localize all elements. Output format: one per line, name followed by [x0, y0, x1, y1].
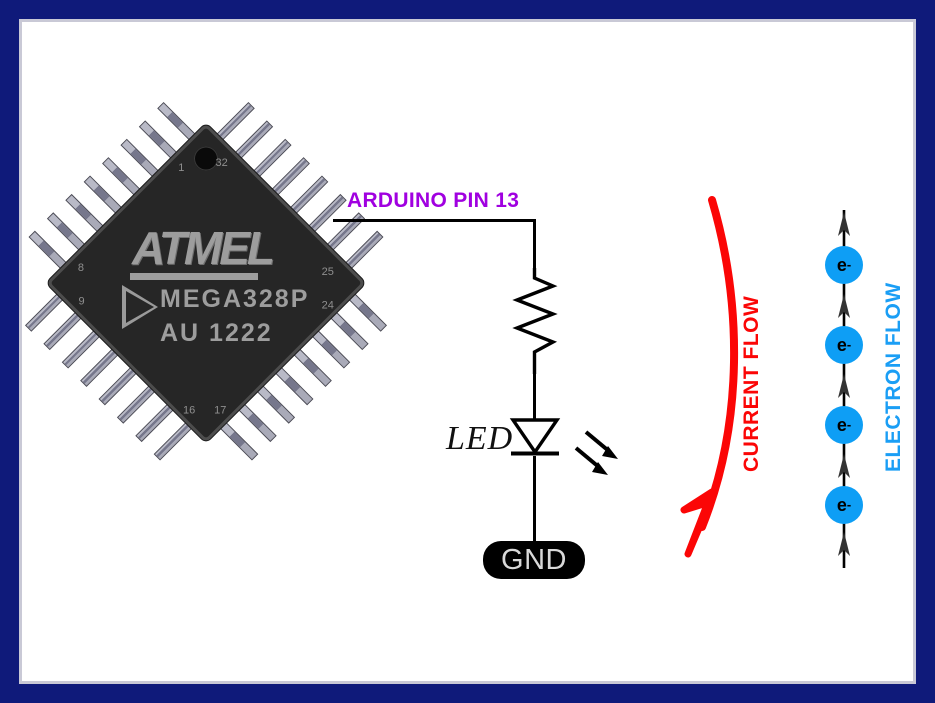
electron-particle: e- — [825, 406, 863, 444]
atmega328p-chip[interactable]: 32 1 25 24 17 16 9 8 ATMEL MEGA328P — [24, 101, 388, 461]
electron-symbol: e — [836, 495, 847, 515]
chip-pin — [344, 230, 384, 270]
chip-body: 32 1 25 24 17 16 9 8 ATMEL MEGA328P — [46, 123, 366, 443]
chip-pin-number-8: 8 — [77, 262, 84, 275]
chip-pin — [120, 138, 160, 178]
electron-particle: e- — [825, 326, 863, 364]
wire-to-resistor — [533, 219, 536, 271]
chip-pin-number-17: 17 — [214, 404, 227, 417]
ground-node[interactable]: GND — [483, 541, 585, 579]
current-flow-label: CURRENT FLOW — [740, 295, 763, 472]
chip-pin — [348, 292, 388, 332]
chip-pin — [153, 421, 193, 461]
chip-pin-number-9: 9 — [78, 295, 85, 308]
chip-pin-number-1: 1 — [178, 161, 185, 174]
chip-pin-number-24: 24 — [321, 299, 334, 312]
electron-symbol: e — [836, 335, 847, 355]
resistor-symbol — [512, 268, 558, 374]
chip-rotated-group: 32 1 25 24 17 16 9 8 ATMEL MEGA328P — [22, 57, 432, 510]
electron-symbol: e — [836, 415, 847, 435]
chip-pin — [215, 101, 255, 141]
chip-pin — [219, 421, 259, 461]
chip-part-number: MEGA328P — [160, 285, 310, 313]
chip-pin — [61, 329, 101, 369]
arduino-pin13-label: ARDUINO PIN 13 — [347, 189, 520, 212]
diagram-stage: 32 1 25 24 17 16 9 8 ATMEL MEGA328P — [22, 22, 913, 681]
led-emission-arrows-icon — [574, 430, 618, 475]
chip-pin — [252, 138, 292, 178]
chip-pin — [24, 292, 64, 332]
chip-pin — [157, 101, 197, 141]
chip-pin — [237, 403, 277, 443]
electron-particle: e- — [825, 486, 863, 524]
chip-pin — [234, 120, 274, 160]
atmel-logo-underline — [130, 273, 258, 280]
wire-resistor-to-led — [533, 372, 536, 422]
chip-pin — [311, 329, 351, 369]
chip-pin-number-25: 25 — [321, 265, 334, 278]
chip-orientation-triangle-inner — [125, 291, 154, 323]
chip-pin-number-32: 32 — [215, 156, 228, 169]
chip-pin — [43, 311, 83, 351]
chip-lot-code: AU 1222 — [160, 319, 273, 347]
atmel-logo-text: ATMEL — [132, 222, 273, 274]
chip-pin — [138, 120, 178, 160]
chip-pin — [135, 403, 175, 443]
current-flow-arrow-icon — [680, 196, 739, 558]
chip-pin — [28, 230, 68, 270]
electron-symbol: e — [836, 255, 847, 275]
wire-pin13-horizontal — [333, 219, 536, 222]
wire-led-to-gnd — [533, 456, 536, 546]
led-symbol — [509, 418, 561, 456]
chip-pin — [329, 311, 369, 351]
chip-silkscreen: ATMEL MEGA328P AU 1222 — [96, 173, 316, 393]
led-label: LED — [446, 420, 514, 457]
electron-particle: e- — [825, 246, 863, 284]
electron-flow-label: ELECTRON FLOW — [882, 282, 905, 472]
chip-pin-number-16: 16 — [182, 404, 196, 417]
chip-pin — [46, 212, 86, 252]
